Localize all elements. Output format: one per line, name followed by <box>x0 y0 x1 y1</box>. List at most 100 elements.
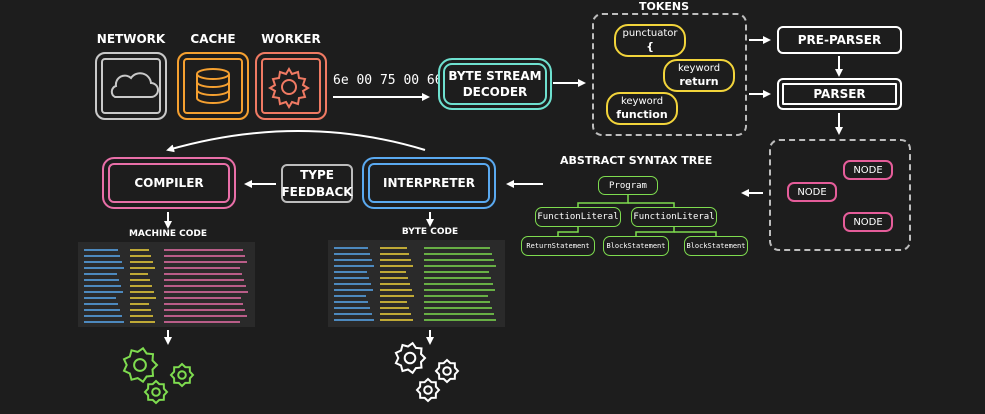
code-line <box>164 291 248 293</box>
code-line <box>130 303 149 305</box>
code-line <box>130 321 155 323</box>
code-line <box>334 271 367 273</box>
code-line <box>164 261 247 263</box>
token-value: { <box>646 39 654 53</box>
code-line <box>380 313 411 315</box>
code-line <box>130 249 149 251</box>
code-line <box>380 307 409 309</box>
tokens-title: TOKENS <box>638 0 690 13</box>
code-line <box>130 261 153 263</box>
type-feedback-box: TYPE FEEDBACK <box>281 164 353 203</box>
token-value: return <box>679 74 719 88</box>
gear-hub-icon <box>177 370 187 380</box>
decoder-label-line1: BYTE STREAM <box>448 68 542 83</box>
code-line <box>334 265 374 267</box>
code-line <box>380 271 406 273</box>
pre-parser-box: PRE-PARSER <box>777 26 902 54</box>
code-line <box>164 285 246 287</box>
worker-label: WORKER <box>261 32 321 46</box>
gear-hub-icon <box>442 366 452 376</box>
node-item: NODE <box>787 182 837 202</box>
code-line <box>84 261 122 263</box>
gear-icon <box>122 346 159 384</box>
interpreter-label: INTERPRETER <box>383 175 475 190</box>
code-line <box>424 271 489 273</box>
gear-icon <box>169 362 195 388</box>
node-item: NODE <box>843 212 893 232</box>
cache-box <box>177 52 249 120</box>
token-kind: keyword <box>620 95 664 107</box>
tokens-container <box>592 13 747 136</box>
code-line <box>164 297 241 299</box>
ast-title: ABSTRACT SYNTAX TREE <box>560 154 713 167</box>
database-icon <box>196 68 230 104</box>
code-line <box>130 309 151 311</box>
code-line <box>164 321 240 323</box>
code-line <box>424 259 494 261</box>
code-line <box>334 307 370 309</box>
code-line <box>424 313 494 315</box>
code-line <box>130 279 150 281</box>
code-line <box>424 319 496 321</box>
node-item: NODE <box>843 160 893 180</box>
token-value: function <box>616 107 668 121</box>
code-line <box>334 253 370 255</box>
code-line <box>130 267 155 269</box>
parser-box: PARSER <box>777 78 902 110</box>
code-line <box>164 273 242 275</box>
code-line <box>84 297 116 299</box>
compiler-label: COMPILER <box>134 175 204 190</box>
feedback-label-line2: FEEDBACK <box>281 184 353 199</box>
code-line <box>424 247 490 249</box>
byte-stream-text: 6e 00 75 00 66 <box>333 73 443 88</box>
gear-icon <box>268 67 310 109</box>
code-line <box>130 255 151 257</box>
network-label: NETWORK <box>96 32 166 46</box>
byte-code-label: BYTE CODE <box>401 227 459 237</box>
code-line <box>164 315 247 317</box>
cache-label: CACHE <box>190 32 236 46</box>
code-line <box>424 301 490 303</box>
ast-node-program: Program <box>598 176 658 195</box>
code-line <box>334 283 371 285</box>
code-line <box>380 253 409 255</box>
code-line <box>424 307 492 309</box>
code-line <box>130 291 154 293</box>
code-line <box>84 321 124 323</box>
code-line <box>334 313 372 315</box>
gear-icon <box>434 358 460 384</box>
gear-icon <box>415 377 441 403</box>
gears-bytecode-icon <box>394 341 460 403</box>
code-line <box>84 279 119 281</box>
code-line <box>84 303 118 305</box>
code-line <box>424 295 488 297</box>
token-punctuator: punctuator { <box>614 24 686 57</box>
parser-label: PARSER <box>813 86 866 101</box>
code-line <box>380 259 411 261</box>
decoder-label-line2: DECODER <box>462 85 528 99</box>
code-line <box>164 309 245 311</box>
code-line <box>164 279 244 281</box>
code-line <box>424 265 496 267</box>
ast-node-function-literal: FunctionLiteral <box>631 207 717 227</box>
code-line <box>164 303 243 305</box>
code-line <box>334 295 366 297</box>
token-kind: keyword <box>677 62 721 74</box>
code-line <box>84 273 117 275</box>
ast-node-return-statement: ReturnStatement <box>521 236 595 256</box>
code-line <box>130 273 148 275</box>
nodes-container <box>769 139 911 251</box>
gear-hub-icon <box>403 351 417 365</box>
code-line <box>424 277 491 279</box>
code-line <box>164 255 245 257</box>
code-line <box>84 291 123 293</box>
code-line <box>130 315 153 317</box>
code-line <box>334 277 369 279</box>
token-keyword-function: keyword function <box>606 92 678 125</box>
code-line <box>130 285 152 287</box>
arrow-interpreter-to-compiler-curve <box>166 130 426 153</box>
code-line <box>334 259 372 261</box>
gear-hub-icon <box>133 358 147 372</box>
cloud-icon <box>110 72 159 98</box>
